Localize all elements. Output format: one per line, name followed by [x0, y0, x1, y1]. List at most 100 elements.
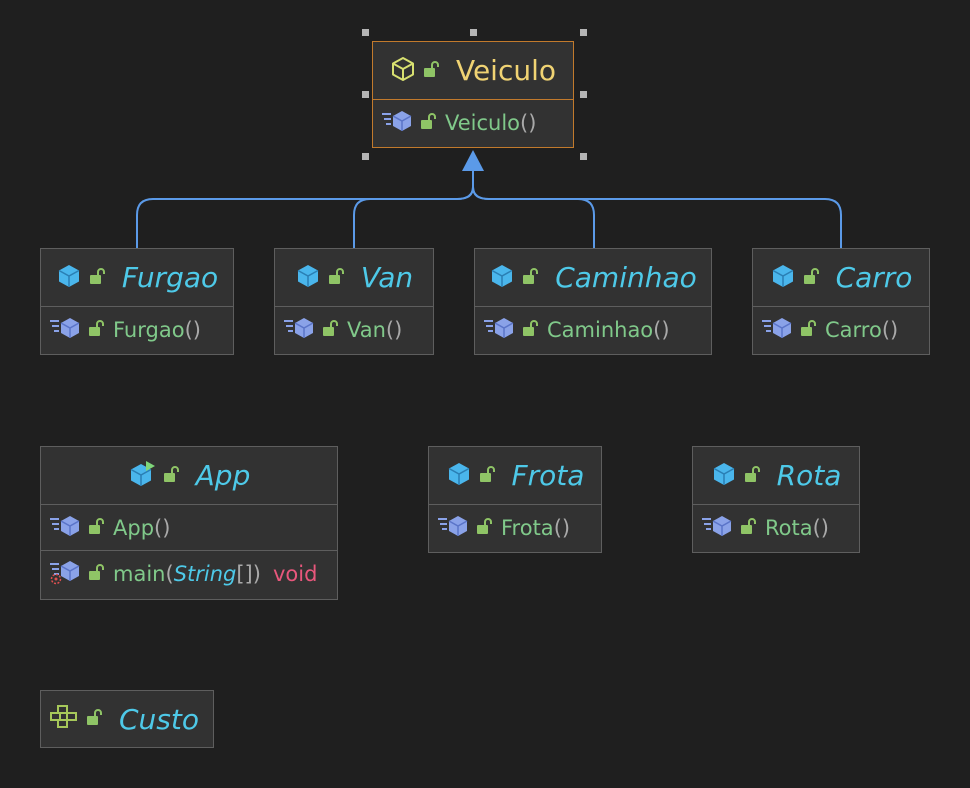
record-icon [49, 704, 79, 734]
public-lock-icon [475, 517, 493, 539]
record-name: Custo [119, 702, 199, 736]
class-node-carro[interactable]: Carro Carro() [752, 248, 930, 355]
edge-carro-veiculo [472, 186, 842, 248]
public-lock-icon [419, 112, 437, 134]
constructor-icon [49, 514, 81, 542]
member-row[interactable]: main(String[]) void [41, 551, 337, 597]
public-lock-icon [87, 517, 105, 539]
constructor-icon [701, 514, 733, 542]
member-close-paren: ) [252, 562, 261, 586]
selection-handle[interactable] [580, 29, 587, 36]
class-node-furgao[interactable]: Furgao Furgao() [40, 248, 234, 355]
public-lock-icon [521, 267, 539, 289]
class-icon [489, 263, 515, 293]
member-parens: () [385, 318, 403, 342]
edge-van-veiculo [353, 186, 474, 248]
member-parens: () [184, 318, 201, 342]
constructor-icon [49, 316, 81, 344]
member-name: Carro [825, 318, 882, 342]
member-row[interactable]: Van() [275, 307, 433, 353]
class-header: Rota [693, 447, 859, 505]
public-lock-icon [162, 465, 180, 487]
class-name: Furgao [121, 261, 219, 294]
class-header: Veiculo [373, 42, 573, 100]
member-parens: () [154, 515, 171, 540]
member-row[interactable]: Veiculo() [373, 100, 573, 146]
member-row[interactable]: Caminhao() [475, 307, 711, 353]
selection-handle[interactable] [580, 153, 587, 160]
edge-furgao-veiculo [136, 170, 474, 248]
class-outline-icon [390, 56, 416, 86]
class-icon [295, 263, 321, 293]
record-node-custo[interactable]: Custo [40, 690, 214, 748]
member-row[interactable]: Furgao() [41, 307, 233, 353]
record-header: Custo [41, 691, 213, 747]
public-lock-icon [743, 465, 761, 487]
member-name: Furgao [113, 318, 185, 342]
constructor-icon [381, 109, 413, 137]
public-lock-icon [521, 319, 539, 341]
constructor-icon [283, 316, 315, 344]
class-header: Van [275, 249, 433, 307]
member-row[interactable]: Carro() [753, 307, 929, 353]
member-parens: () [881, 318, 899, 342]
class-icon [711, 461, 737, 491]
public-lock-icon [478, 465, 496, 487]
member-row[interactable]: Frota() [429, 505, 601, 551]
member-name: Veiculo [445, 111, 521, 135]
class-name: App [195, 459, 251, 492]
public-lock-icon [422, 60, 440, 82]
member-parens: () [812, 516, 829, 540]
class-icon [56, 263, 82, 293]
public-lock-icon [802, 267, 820, 289]
selection-handle[interactable] [362, 153, 369, 160]
class-node-van[interactable]: Van Van() [274, 248, 434, 355]
member-name: Frota [501, 516, 554, 540]
class-header: Carro [753, 249, 929, 307]
class-icon [770, 263, 796, 293]
constructor-icon [437, 514, 469, 542]
public-lock-icon [88, 267, 106, 289]
param-type: String [173, 562, 237, 586]
selection-handle[interactable] [362, 29, 369, 36]
class-node-rota[interactable]: Rota Rota() [692, 446, 860, 553]
selection-handle[interactable] [362, 91, 369, 98]
member-name: main [113, 562, 166, 586]
public-lock-icon [739, 517, 757, 539]
public-lock-icon [85, 708, 103, 730]
class-name: Veiculo [455, 54, 557, 87]
inheritance-arrowhead [462, 150, 484, 171]
param-array-suffix: [] [236, 562, 253, 586]
class-name: Carro [835, 261, 913, 294]
static-method-icon [49, 559, 81, 589]
class-header: Caminhao [475, 249, 711, 307]
class-name: Caminhao [555, 261, 697, 294]
class-header: App [41, 447, 337, 505]
class-name: Van [360, 261, 414, 294]
selection-handle[interactable] [580, 91, 587, 98]
public-lock-icon [327, 267, 345, 289]
public-lock-icon [799, 319, 817, 341]
class-node-app[interactable]: App App() main(String[]) void [40, 446, 338, 600]
constructor-icon [483, 316, 515, 344]
class-name: Rota [776, 459, 842, 492]
member-row[interactable]: App() [41, 505, 337, 551]
class-node-frota[interactable]: Frota Frota() [428, 446, 602, 553]
runnable-class-icon [128, 460, 156, 492]
member-open-paren: ( [165, 562, 174, 586]
class-header: Furgao [41, 249, 233, 307]
member-row[interactable]: Rota() [693, 505, 859, 551]
member-parens: () [653, 318, 670, 342]
selection-handle[interactable] [470, 29, 477, 36]
member-parens: () [520, 111, 537, 135]
edge-caminhao-veiculo [472, 186, 595, 248]
member-name: Van [347, 318, 386, 342]
class-node-veiculo[interactable]: Veiculo Veiculo() [372, 41, 574, 148]
class-node-caminhao[interactable]: Caminhao Caminhao() [474, 248, 712, 355]
member-name: App [113, 515, 155, 540]
public-lock-icon [87, 319, 105, 341]
return-type: void [272, 562, 318, 586]
member-name: Caminhao [547, 318, 654, 342]
public-lock-icon [321, 319, 339, 341]
